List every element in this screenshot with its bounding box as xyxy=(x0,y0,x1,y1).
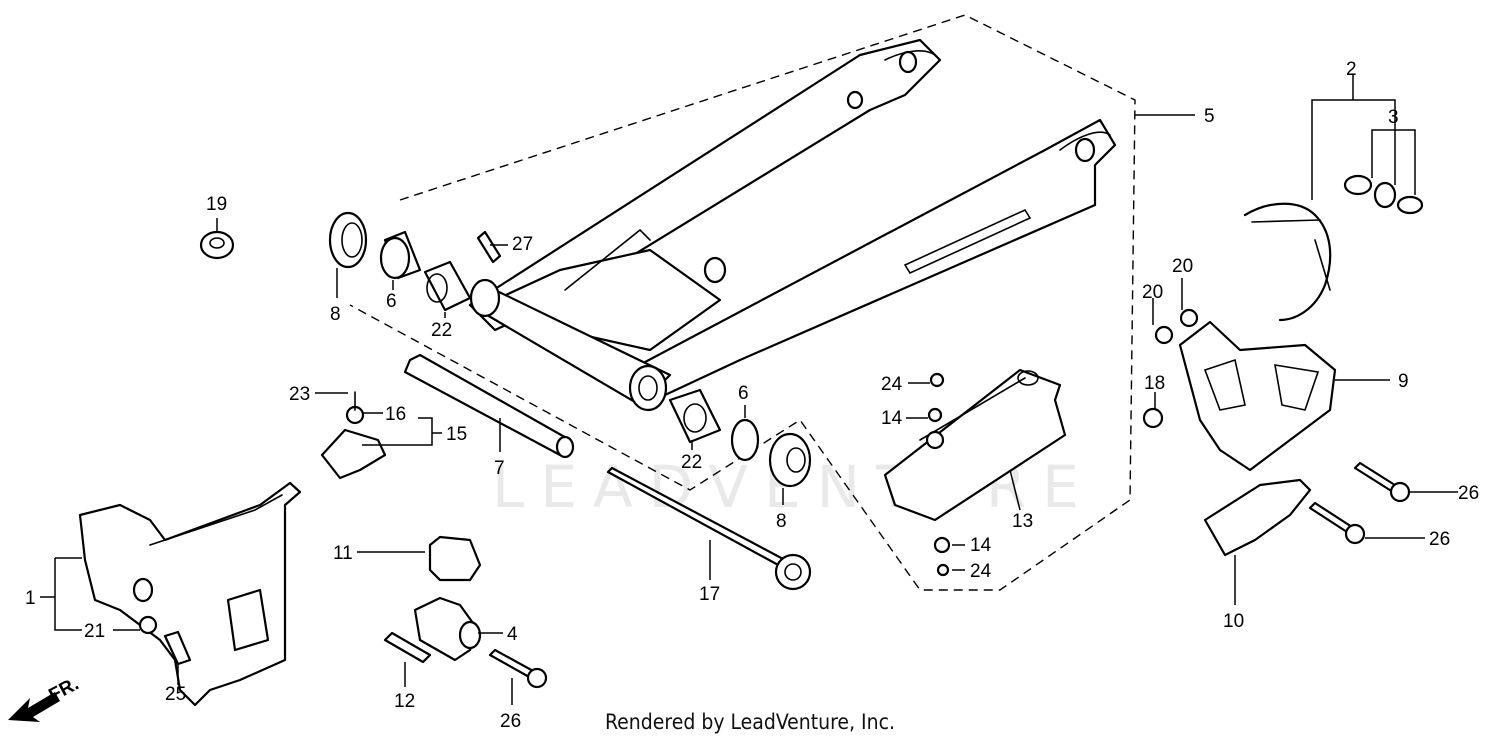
callout-6-left: 6 xyxy=(386,291,397,312)
bolt-25 xyxy=(163,630,192,666)
callout-8-right: 8 xyxy=(776,511,787,532)
bolt-21 xyxy=(138,615,158,635)
chain-guide-plate xyxy=(1178,320,1337,472)
callout-20-right: 20 xyxy=(1172,256,1193,277)
callout-15: 15 xyxy=(446,424,467,445)
callout-22-left: 22 xyxy=(431,320,452,341)
callout-4: 4 xyxy=(507,624,518,645)
callout-21: 21 xyxy=(84,621,105,642)
drive-chain xyxy=(1243,202,1332,322)
cover-edge xyxy=(149,494,283,546)
guide-bracket xyxy=(320,391,387,480)
swingarm xyxy=(468,38,1117,412)
callout-14-bottom: 14 xyxy=(970,535,992,556)
callout-6-right: 6 xyxy=(738,383,749,404)
callout-10: 10 xyxy=(1223,611,1244,632)
screw-24-top xyxy=(929,372,945,388)
assembly-outline xyxy=(349,14,1136,591)
callout-26-bottom: 26 xyxy=(500,711,521,732)
nut-20-left xyxy=(1154,325,1174,345)
callout-5: 5 xyxy=(1204,106,1215,127)
callout-22-right: 22 xyxy=(681,452,702,473)
washer-14-bottom xyxy=(933,536,951,554)
callout-8-left: 8 xyxy=(330,304,341,325)
callout-17: 17 xyxy=(699,584,720,605)
nut-18 xyxy=(1142,407,1164,429)
nut-19 xyxy=(199,230,235,260)
slider-11 xyxy=(428,535,482,582)
pivot-bolt xyxy=(606,466,812,591)
callout-24-top: 24 xyxy=(881,374,903,395)
callout-13: 13 xyxy=(1012,511,1033,532)
callout-25: 25 xyxy=(165,684,186,705)
pivot-collar xyxy=(403,353,572,457)
callout-3: 3 xyxy=(1388,107,1399,128)
guide-piece-10 xyxy=(1203,478,1312,557)
nut-20-right xyxy=(1179,308,1199,328)
callout-2: 2 xyxy=(1346,59,1357,80)
bolt-26-lower xyxy=(1308,501,1354,534)
callout-11: 11 xyxy=(333,543,353,564)
roller xyxy=(458,620,482,650)
left-pivot-parts xyxy=(328,211,472,312)
callout-labels: 1 2 3 4 5 6 6 7 8 8 9 10 11 12 13 14 14 … xyxy=(25,59,1479,732)
callout-27: 27 xyxy=(512,234,533,255)
chain-slider xyxy=(883,368,1067,522)
collar-end xyxy=(555,435,575,459)
cover-window xyxy=(226,588,270,652)
bolt-head xyxy=(526,667,548,689)
callout-26-lower: 26 xyxy=(1429,529,1450,550)
cover-hole xyxy=(132,577,154,603)
callout-18: 18 xyxy=(1144,373,1165,394)
callout-9: 9 xyxy=(1398,371,1409,392)
pin-12 xyxy=(383,631,432,664)
screw-24-bottom xyxy=(936,563,950,577)
washer-14-top xyxy=(927,407,943,423)
callout-16: 16 xyxy=(385,404,406,425)
grease-fitting xyxy=(476,230,502,264)
master-link xyxy=(1343,174,1424,215)
bolt-head xyxy=(1389,481,1411,503)
callout-26-upper: 26 xyxy=(1458,483,1479,504)
right-pivot-parts xyxy=(668,388,812,488)
callout-14-top: 14 xyxy=(881,408,903,429)
bolt-head xyxy=(1344,523,1366,545)
callout-1: 1 xyxy=(25,588,36,609)
callout-23: 23 xyxy=(289,384,310,405)
callout-24-bottom: 24 xyxy=(970,561,992,582)
callout-19: 19 xyxy=(206,194,227,215)
pivot-cover xyxy=(78,481,302,707)
callout-12: 12 xyxy=(394,691,415,712)
leader-lines xyxy=(40,75,1458,705)
footer-credit: Rendered by LeadVenture, Inc. xyxy=(605,710,895,734)
callout-7: 7 xyxy=(494,458,505,479)
callout-20-left: 20 xyxy=(1142,282,1163,303)
